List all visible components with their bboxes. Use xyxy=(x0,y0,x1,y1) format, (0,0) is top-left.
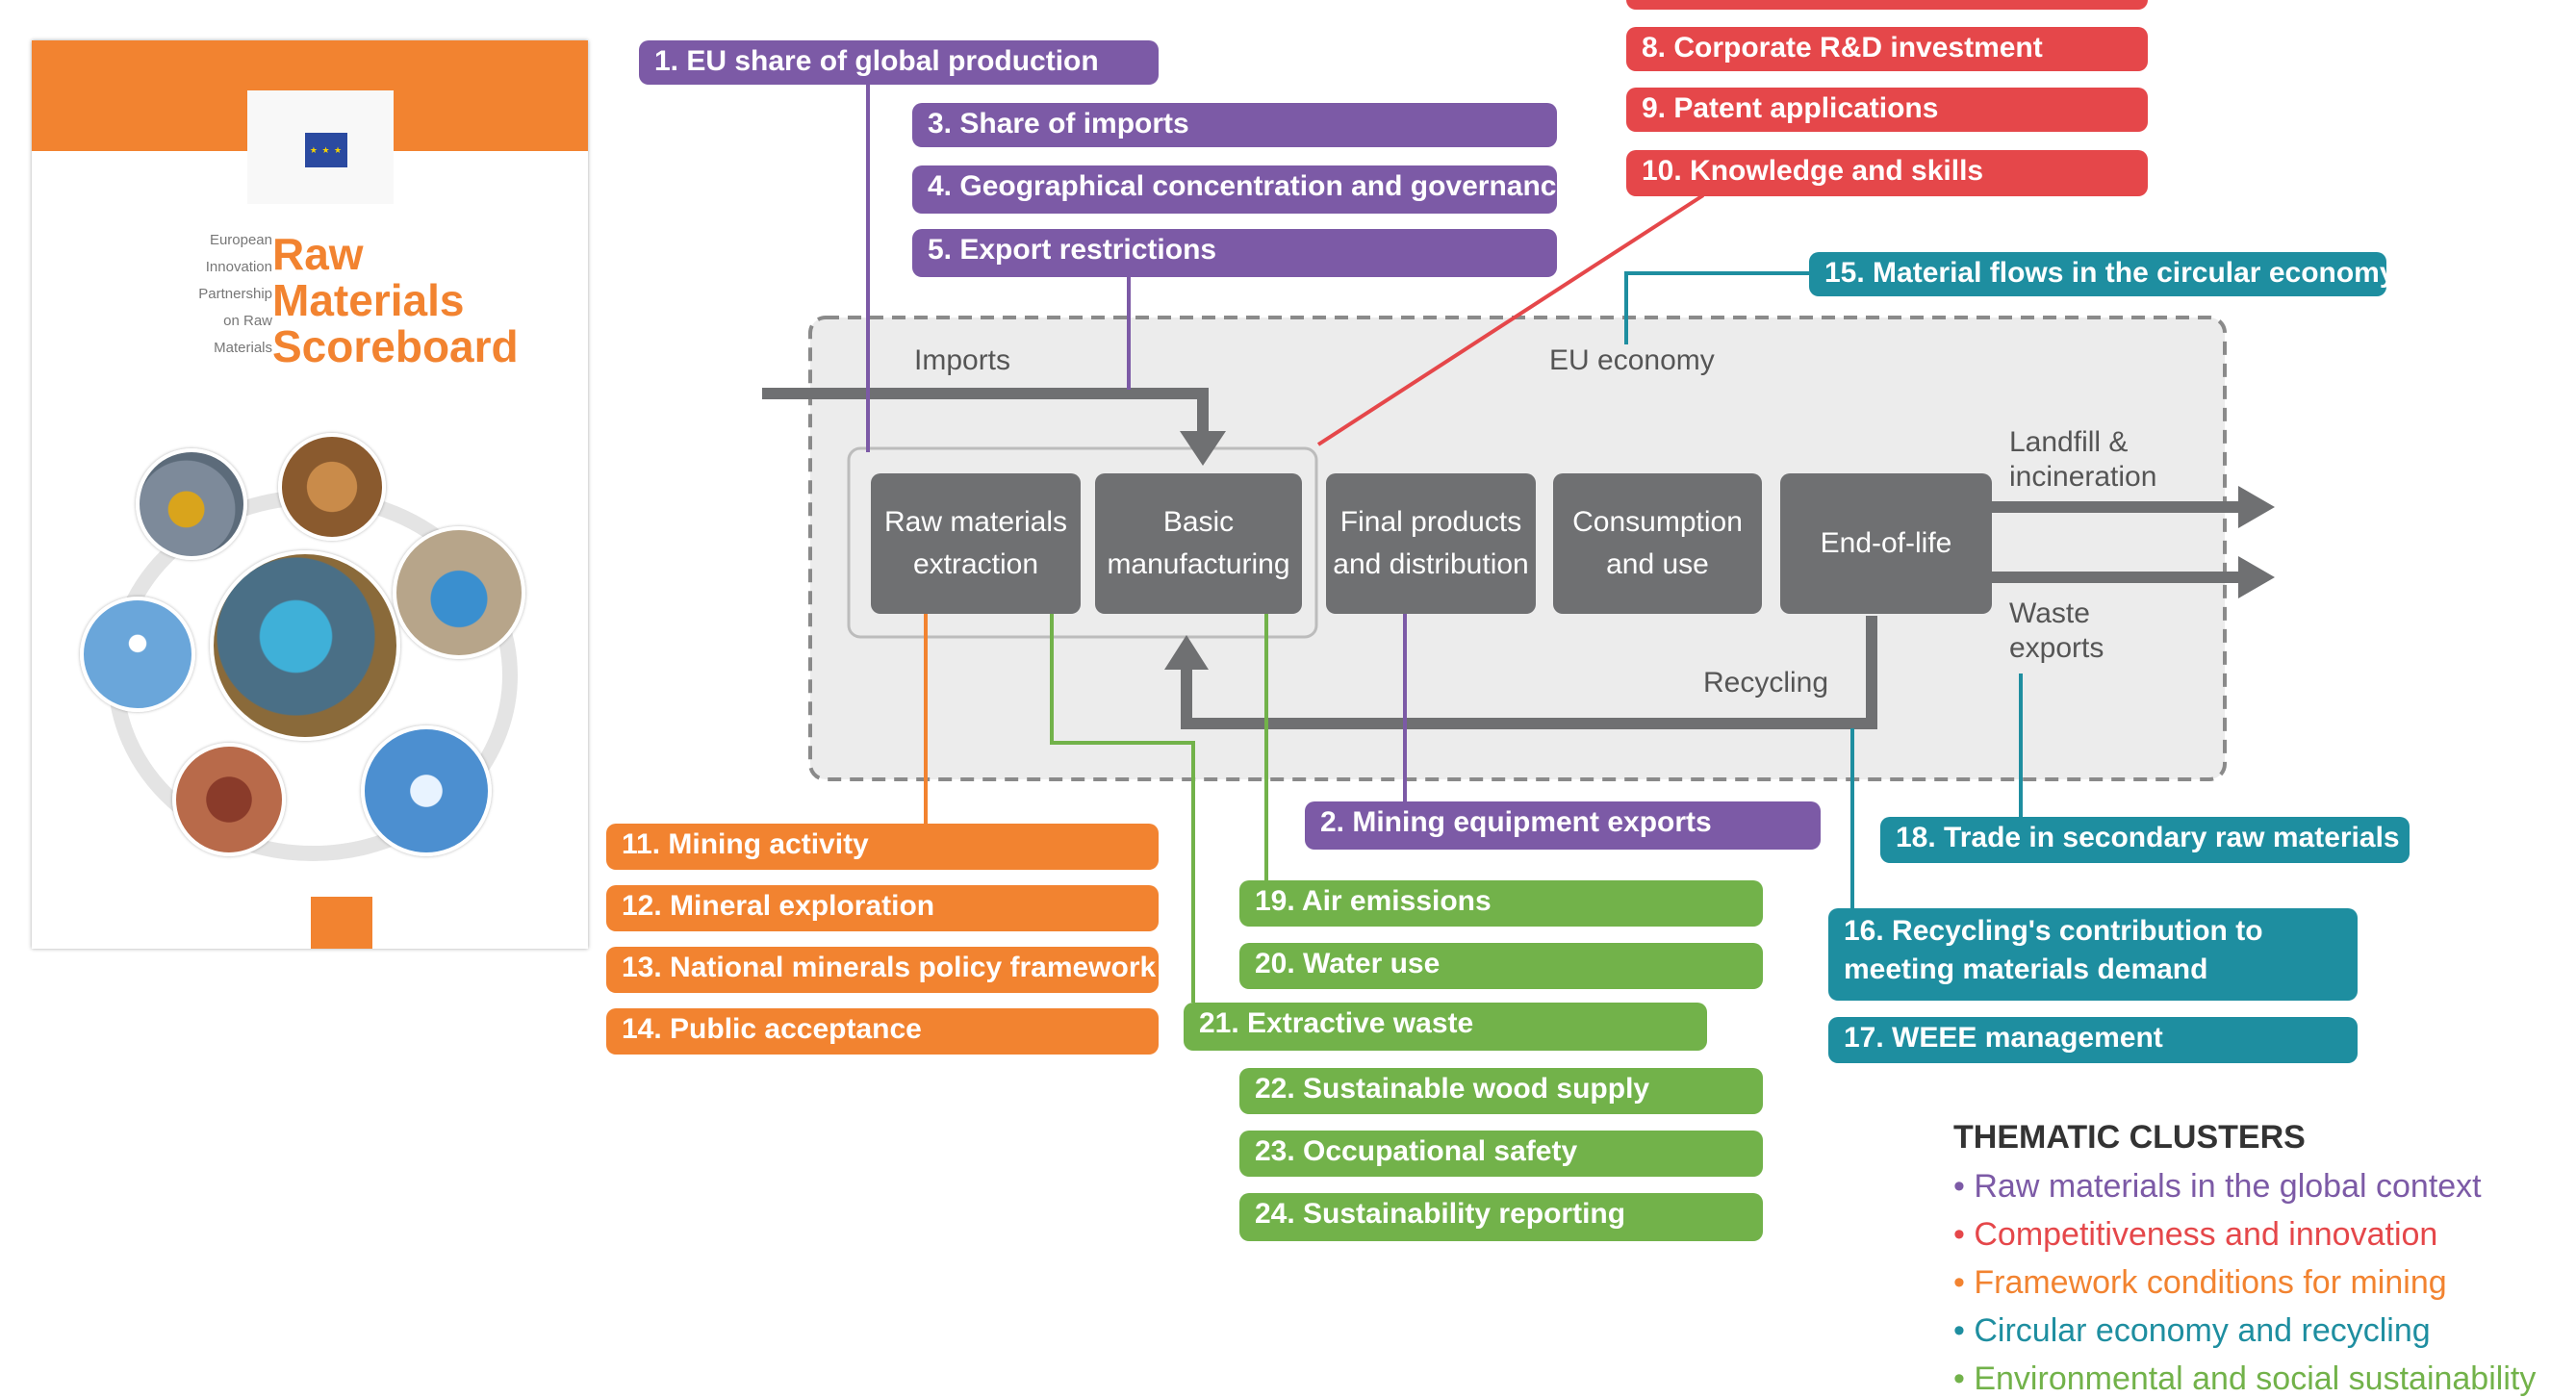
eu-stars-icon: ★ ★ ★ xyxy=(309,145,344,155)
cover-footer-tab xyxy=(311,897,372,949)
wind-turbine-photo xyxy=(80,597,195,712)
connector-extractive-waste xyxy=(1050,614,1195,1003)
mineral-crystal-photo xyxy=(210,550,400,741)
stage-raw-materials-extraction: Raw materials extraction xyxy=(871,473,1081,614)
legend-item-environmental-social: • Environmental and social sustainabilit… xyxy=(1953,1360,2537,1397)
cover-subtitle-line: on Raw xyxy=(223,313,272,329)
microchip-photo xyxy=(361,725,492,856)
cover-title-line: Raw xyxy=(272,229,364,279)
cover-subtitle-line: Innovation xyxy=(205,259,272,275)
cover-title-line: Scoreboard xyxy=(272,321,519,371)
waste-exports-label: Waste exports xyxy=(2009,597,2104,666)
indicator-20-water-use: 20. Water use xyxy=(1239,943,1763,989)
legend-item-global-context: • Raw materials in the global context xyxy=(1953,1168,2482,1205)
stage-consumption-and-use: Consumption and use xyxy=(1553,473,1762,614)
waste-exports-label-line: exports xyxy=(2009,632,2104,664)
eu-economy-label: EU economy xyxy=(1549,344,1715,376)
cover-title-line: Materials xyxy=(272,275,465,325)
european-commission-logo: ★ ★ ★ xyxy=(247,90,394,204)
recycling-loop-arrow xyxy=(1181,616,1877,729)
cover-subtitle-line: Materials xyxy=(214,340,272,356)
indicator-21-extractive-waste: 21. Extractive waste xyxy=(1184,1003,1707,1051)
cover-subtitle: European Innovation Partnership on Raw M… xyxy=(128,227,272,362)
stage-final-products: Final products and distribution xyxy=(1326,473,1536,614)
waste-exports-arrowhead xyxy=(2238,556,2275,598)
landfill-arrowhead xyxy=(2238,486,2275,528)
legend-item-competitiveness: • Competitiveness and innovation xyxy=(1953,1216,2438,1253)
recycling-arrowhead xyxy=(1164,635,1209,670)
recycling-bin-photo xyxy=(393,526,525,659)
indicator-4-geographical-concentration: 4. Geographical concentration and govern… xyxy=(912,165,1557,214)
indicator-24-sustainability-reporting: 24. Sustainability reporting xyxy=(1239,1193,1763,1241)
indicator-16-recycling-contribution: 16. Recycling's contribution to meeting … xyxy=(1828,908,2358,1001)
indicator-23-occupational-safety: 23. Occupational safety xyxy=(1239,1131,1763,1177)
indicator-2-mining-equipment-exports: 2. Mining equipment exports xyxy=(1305,801,1821,850)
legend-item-circular-economy: • Circular economy and recycling xyxy=(1953,1312,2431,1349)
indicator-9-patent-applications: 9. Patent applications xyxy=(1626,88,2148,132)
landfill-label-line: incineration xyxy=(2009,461,2157,493)
indicator-1-eu-share: 1. EU share of global production xyxy=(639,40,1159,85)
recycling-label: Recycling xyxy=(1703,667,1829,699)
legend-item-framework-conditions: • Framework conditions for mining xyxy=(1953,1264,2447,1301)
mining-truck-photo xyxy=(136,448,247,560)
imports-arrowhead xyxy=(1180,431,1226,466)
indicator-19-air-emissions: 19. Air emissions xyxy=(1239,880,1763,927)
copper-pipes-photo xyxy=(172,743,286,856)
indicator-18-trade-secondary: 18. Trade in secondary raw materials xyxy=(1880,817,2410,863)
cover-subtitle-line: European xyxy=(209,232,272,248)
indicator-10-knowledge-and-skills: 10. Knowledge and skills xyxy=(1626,150,2148,196)
imports-label: Imports xyxy=(914,344,1011,376)
landfill-label-line: Landfill & xyxy=(2009,426,2129,458)
connector-material-flows xyxy=(1624,271,1809,344)
cover-title: Raw Materials Scoreboard xyxy=(272,231,561,369)
report-cover: ★ ★ ★ European Innovation Partnership on… xyxy=(32,40,588,949)
wood-logs-photo xyxy=(278,433,386,541)
stage-basic-manufacturing: Basic manufacturing xyxy=(1095,473,1302,614)
indicator-13-national-policy: 13. National minerals policy framework xyxy=(606,947,1159,993)
cover-subtitle-line: Partnership xyxy=(198,286,272,302)
indicator-8-corporate-rd: 8. Corporate R&D investment xyxy=(1626,27,2148,71)
legend-title: THEMATIC CLUSTERS xyxy=(1953,1119,2306,1156)
indicator-15-material-flows: 15. Material flows in the circular econo… xyxy=(1809,252,2386,296)
waste-exports-label-line: Waste xyxy=(2009,597,2090,629)
landfill-label: Landfill & incineration xyxy=(2009,425,2156,495)
eu-flag-icon xyxy=(305,133,347,167)
imports-arrow xyxy=(762,388,1209,438)
indicator-17-weee-management: 17. WEEE management xyxy=(1828,1017,2358,1063)
indicator-5-export-restrictions: 5. Export restrictions xyxy=(912,229,1557,277)
indicator-12-mineral-exploration: 12. Mineral exploration xyxy=(606,885,1159,931)
stage-end-of-life: End-of-life xyxy=(1780,473,1992,614)
indicator-red-top-partial xyxy=(1626,0,2148,10)
indicator-11-mining-activity: 11. Mining activity xyxy=(606,824,1159,870)
connector-knowledge xyxy=(1316,193,1705,446)
primary-stages-group xyxy=(847,446,1318,639)
indicator-3-share-of-imports: 3. Share of imports xyxy=(912,103,1557,147)
indicator-14-public-acceptance: 14. Public acceptance xyxy=(606,1008,1159,1055)
indicator-22-sustainable-wood: 22. Sustainable wood supply xyxy=(1239,1068,1763,1114)
